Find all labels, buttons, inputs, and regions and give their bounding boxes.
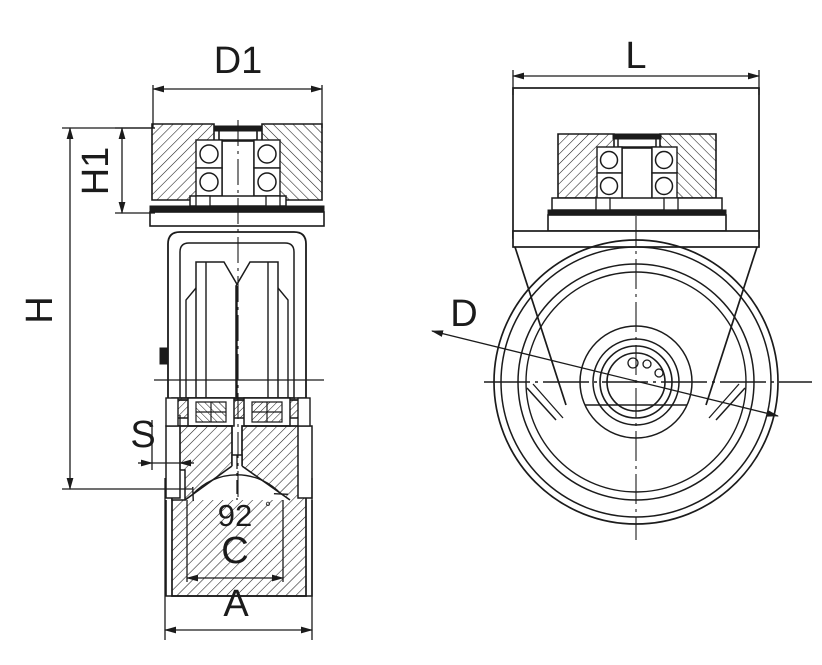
- side-section-view: [149, 120, 325, 597]
- dimension-c: [186, 500, 284, 582]
- ball-bearing-lower-right: [257, 172, 277, 192]
- front-ball-bearing-lower-left: [599, 176, 619, 196]
- angle-value-92: 92: [218, 498, 252, 533]
- d-leader-line: [431, 330, 779, 417]
- angle-degree-symbol: °: [265, 499, 271, 516]
- fork-yoke-body: [159, 231, 307, 401]
- front-kingpin-column: [621, 147, 653, 203]
- front-ball-bearing-upper-right: [654, 150, 674, 170]
- dimension-label-h: H: [19, 296, 61, 323]
- swivel-head-assembly: [149, 123, 325, 227]
- dimension-d: [431, 330, 779, 417]
- dimension-label-h1: H1: [75, 147, 117, 196]
- dimension-s: [138, 415, 194, 470]
- dimension-groove-angle: [192, 455, 289, 502]
- top-mounting-plate-band: [149, 205, 325, 213]
- dimension-l: [512, 70, 760, 95]
- dimension-label-a: A: [223, 583, 249, 625]
- fork-side-tab: [159, 347, 169, 365]
- dimension-label-d1: D1: [214, 40, 263, 82]
- hub-left-shoulder: [165, 397, 179, 427]
- front-top-plate-assembly: [512, 87, 760, 248]
- front-lower-race-seat: [551, 197, 723, 211]
- hub-right-shoulder: [297, 397, 311, 427]
- ball-bearing-upper-left: [199, 144, 219, 164]
- front-race-seat-step-left: [595, 197, 611, 211]
- ball-bearing-upper-right: [257, 144, 277, 164]
- dimension-label-s: S: [130, 414, 155, 456]
- front-ball-bearing-upper-left: [599, 150, 619, 170]
- dimension-label-l: L: [625, 35, 646, 77]
- dimension-d1: [152, 85, 323, 128]
- dimension-label-d: D: [450, 293, 477, 335]
- wheel-chamfer-left: [185, 287, 197, 398]
- race-seat-step-right: [265, 195, 281, 207]
- front-kingpin-washer: [612, 133, 662, 140]
- top-mounting-plate: [149, 211, 325, 227]
- front-race-seat-step-right: [663, 197, 679, 211]
- hub-left-flange: [165, 425, 181, 499]
- dimension-label-c: C: [221, 530, 248, 572]
- hub-right-flange: [297, 425, 313, 499]
- ball-bearing-lower-left: [199, 172, 219, 192]
- dimension-a: [164, 478, 313, 640]
- dimension-h: [62, 127, 192, 490]
- wheel-left-half-profile: [195, 261, 239, 399]
- front-ball-bearing-lower-right: [654, 176, 674, 196]
- wheel-chamfer-right: [277, 287, 289, 398]
- wheel-right-half-profile: [235, 261, 279, 399]
- front-plate-body: [547, 214, 727, 232]
- race-seat-step-left: [195, 195, 211, 207]
